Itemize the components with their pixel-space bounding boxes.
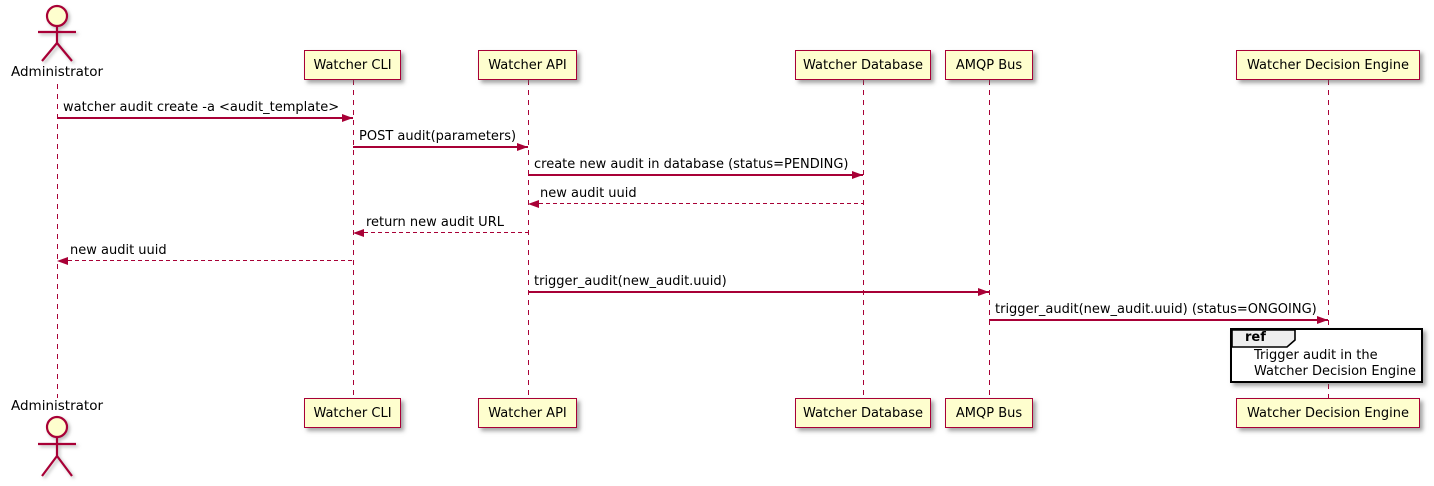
arrowhead-right-icon [852, 170, 863, 179]
message-label: watcher audit create -a <audit_template> [63, 100, 340, 115]
participant-label: Watcher CLI [313, 57, 392, 73]
lifeline-amqp-bus [988, 80, 990, 398]
message-label: new audit uuid [70, 243, 167, 258]
ref-text-line-2: Watcher Decision Engine [1254, 363, 1416, 379]
participant-watcher-cli-top: Watcher CLI [304, 50, 401, 80]
participant-watcher-api-top: Watcher API [478, 50, 577, 80]
arrowhead-right-icon [978, 287, 989, 296]
message-line [989, 319, 1328, 321]
arrowhead-right-icon [517, 142, 528, 151]
lifeline-watcher-cli [352, 80, 354, 398]
participant-label: Watcher CLI [313, 405, 392, 421]
participant-label: AMQP Bus [955, 405, 1023, 421]
participant-watcher-database-bottom: Watcher Database [795, 398, 931, 428]
participant-label: Watcher Database [803, 57, 923, 73]
ref-tab [1231, 329, 1296, 348]
participant-watcher-decision-engine-top: Watcher Decision Engine [1236, 50, 1420, 80]
lifeline-watcher-database [862, 80, 864, 398]
participant-watcher-api-bottom: Watcher API [478, 398, 577, 428]
participant-label: AMQP Bus [955, 57, 1023, 73]
participant-label: Watcher Decision Engine [1247, 405, 1409, 421]
participant-label: Watcher API [488, 405, 567, 421]
lifeline-watcher-decision-engine-lower [1327, 384, 1329, 398]
ref-text-line-1: Trigger audit in the [1254, 348, 1378, 363]
message-line [364, 232, 528, 234]
message-line [539, 203, 863, 205]
message-line [353, 146, 528, 148]
message-label: trigger_audit(new_audit.uuid) [534, 274, 727, 289]
participant-watcher-cli-bottom: Watcher CLI [304, 398, 401, 428]
arrowhead-left-icon [353, 228, 364, 237]
ref-text: Trigger audit in the Watcher Decision En… [1254, 348, 1416, 379]
message-label: return new audit URL [366, 215, 504, 230]
message-label: POST audit(parameters) [359, 129, 517, 144]
message-label: create new audit in database (status=PEN… [534, 157, 849, 172]
participant-label: Watcher Database [803, 405, 923, 421]
arrowhead-right-icon [1317, 315, 1328, 324]
message-line [57, 117, 353, 119]
ref-fragment: ref Trigger audit in the Watcher Decisio… [1230, 328, 1423, 383]
actor-icon [38, 415, 76, 477]
arrowhead-right-icon [342, 113, 353, 122]
participant-watcher-decision-engine-bottom: Watcher Decision Engine [1236, 398, 1420, 428]
participant-watcher-database-top: Watcher Database [795, 50, 931, 80]
arrowhead-left-icon [528, 199, 539, 208]
message-label: trigger_audit(new_audit.uuid) (status=ON… [995, 302, 1317, 317]
actor-icon [38, 4, 76, 62]
actor-label-bottom: Administrator [10, 398, 104, 414]
lifeline-watcher-decision-engine-upper [1327, 80, 1329, 328]
message-label: new audit uuid [540, 186, 637, 201]
actor-label-top: Administrator [10, 64, 104, 80]
message-line [68, 260, 353, 262]
participant-amqp-bus-top: AMQP Bus [945, 50, 1033, 80]
lifeline-watcher-api [527, 80, 529, 398]
participant-label: Watcher API [488, 57, 567, 73]
arrowhead-left-icon [57, 256, 68, 265]
ref-keyword: ref [1245, 330, 1266, 345]
message-line [528, 174, 863, 176]
lifeline-administrator [56, 84, 58, 398]
participant-amqp-bus-bottom: AMQP Bus [945, 398, 1033, 428]
message-line [528, 291, 989, 293]
participant-label: Watcher Decision Engine [1247, 57, 1409, 73]
